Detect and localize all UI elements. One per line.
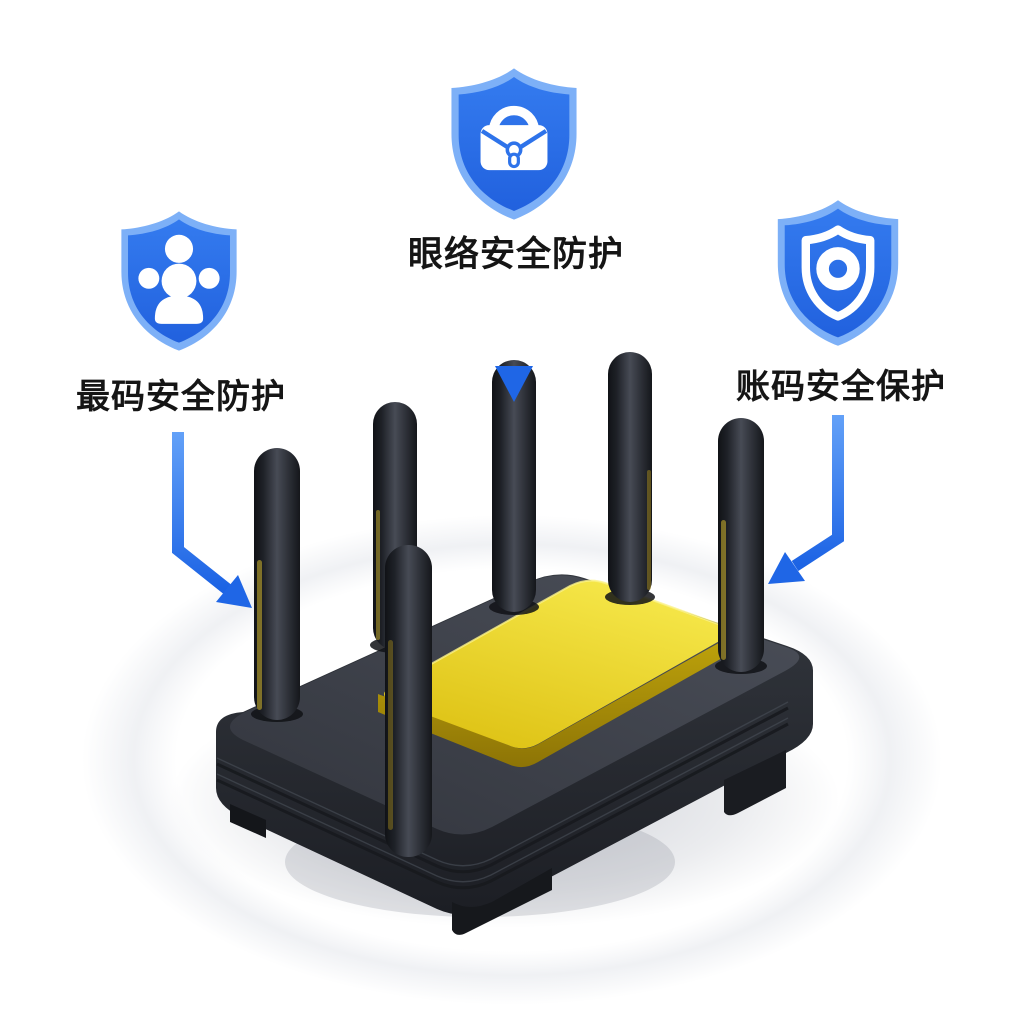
antenna-4 xyxy=(492,360,536,612)
arrow-center xyxy=(495,284,533,402)
arrow-center-head xyxy=(495,366,533,402)
briefcase-glyph xyxy=(480,105,548,171)
yellow-panel-side xyxy=(378,640,724,768)
router-foot-left xyxy=(230,804,266,838)
arrow-left xyxy=(172,432,252,608)
arrow-left-head xyxy=(216,575,252,608)
arrow-left-shaft xyxy=(172,432,231,594)
antenna-3 xyxy=(385,545,432,857)
label-center: 眼络安全防护 xyxy=(407,235,625,274)
antenna-5 xyxy=(608,352,652,602)
arrow-right xyxy=(768,415,844,584)
arrow-right-shaft xyxy=(791,415,844,572)
inner-shield-ring-glyph xyxy=(801,225,875,321)
shield-ring-shield-icon xyxy=(767,196,909,350)
router-foot-right xyxy=(724,750,786,816)
router-antennas xyxy=(254,352,764,857)
router-foot-front xyxy=(452,868,552,935)
label-left: 最码安全防护 xyxy=(76,378,286,416)
antenna-1 xyxy=(254,448,300,720)
yellow-panel xyxy=(378,579,729,768)
label-right: 账码安全保护 xyxy=(736,368,946,406)
arrow-right-head xyxy=(768,552,805,584)
antenna-6 xyxy=(718,418,764,672)
user-group-shield-icon xyxy=(112,207,246,355)
briefcase-lock-shield-icon xyxy=(440,64,588,224)
yellow-panel-top xyxy=(383,580,729,749)
user-group-glyph xyxy=(138,234,220,324)
